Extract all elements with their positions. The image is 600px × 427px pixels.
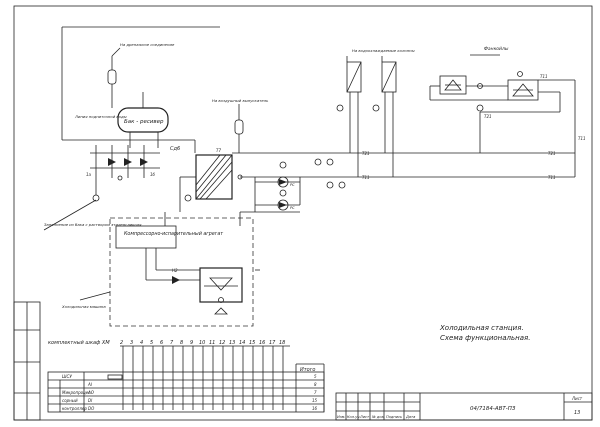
air-handling-units: На водоохлаждаемые колонны [346, 48, 415, 177]
row-group-4: сорный [62, 398, 78, 403]
sheet-frame [13, 5, 593, 421]
pump-group: РС РС [237, 161, 301, 213]
title-block: Изм. Кол.уч. Лист № док. Подпись Дата 04… [335, 392, 593, 421]
totals-header: Итого [300, 367, 315, 373]
cooling-machine-boundary: Компрессорно-испарительный агрегат Н2 [109, 212, 260, 327]
comp-num-3: 3 [130, 340, 133, 346]
io-table: Итого ШСУ Микропроцес- сорный контроллер… [47, 363, 325, 413]
expansion-vessel: На дренажное соединение [107, 42, 175, 108]
tag-t11d: Т11 [540, 74, 548, 79]
tag-t21c: Т21 [484, 114, 492, 119]
chiller-block-label: Компрессорно-испарительный агрегат [124, 231, 223, 237]
components-label: комплектный шкаф ХМ [48, 340, 110, 346]
fancoils-label: Фанкойлы [484, 46, 509, 52]
instrumentation: Т21 Т11 Т21 Т11 Т11 [314, 104, 586, 189]
tag-rs1: РС [290, 183, 295, 187]
tank-tag: Сд6 [170, 146, 180, 152]
comp-num-13: 13 [229, 340, 235, 346]
make-up-label: Линия подпиточной воды [74, 114, 127, 119]
tank-receiver: Бак - ресивер Сд6 [117, 92, 180, 152]
doc-code: 04/7184-АВТ-ПЗ [470, 406, 516, 412]
stamp-col-koluch: Кол.уч. [347, 415, 361, 419]
fancoil-group: Фанкойлы Т11 Т21 [429, 46, 575, 153]
row-code-di: DI [88, 398, 93, 403]
comp-num-10: 10 [199, 340, 205, 346]
valve-cluster: 1а 1б [86, 145, 160, 202]
stamp-col-podpis: Подпись [386, 415, 402, 419]
heat-exchangers-label: На водоохлаждаемые колонны [352, 48, 415, 53]
to-atmosphere-label: На дренажное соединение [120, 42, 175, 47]
comp-num-11: 11 [209, 340, 215, 346]
comp-num-16: 16 [259, 340, 265, 346]
stamp-col-data: Дата [405, 415, 415, 419]
stamp-col-list: Лист [359, 415, 370, 419]
comp-num-15: 15 [249, 340, 255, 346]
stamp-col-ndok: № док. [371, 415, 385, 419]
plate-heat-exchanger: Т7 [179, 148, 233, 212]
row-code-ao: AO [87, 390, 94, 395]
sheet-number: 13 [574, 410, 580, 416]
tag-t7: Т7 [216, 148, 221, 153]
row-group-1: ШСУ [62, 374, 72, 379]
comp-num-9: 9 [190, 340, 193, 346]
title-line-1: Холодильная станция. [439, 324, 524, 332]
air-outlet-label: На воздушный выпускатель [212, 98, 268, 103]
tag-rs2: РС [290, 206, 295, 210]
tag-t21b: Т21 [548, 151, 556, 156]
row-group-5: контроллер [62, 406, 87, 411]
row-total-3: 7 [314, 390, 317, 395]
main-supply-line [232, 80, 576, 178]
drain-note: Заполнение из бака с раствором этиленгли… [44, 222, 142, 227]
tag-1a: 1а [86, 172, 92, 177]
comp-num-12: 12 [219, 340, 225, 346]
row-total-2: 8 [314, 382, 317, 387]
row-total-5: 16 [312, 406, 318, 411]
comp-num-7: 7 [170, 340, 174, 346]
comp-num-2: 2 [120, 340, 123, 346]
tag-n2: Н2 [172, 268, 178, 273]
stamp-col-izm: Изм. [337, 415, 345, 419]
row-total-1: 5 [314, 374, 317, 379]
row-group-3: Микропроцес- [62, 390, 92, 395]
comp-num-5: 5 [150, 340, 153, 346]
tag-t11a: Т11 [362, 175, 370, 180]
air-outlet-vessel: На воздушный выпускатель [212, 98, 268, 153]
tag-t11b: Т11 [548, 175, 556, 180]
comp-num-4: 4 [140, 340, 143, 346]
cooling-machine-note: Холодильная машина [61, 304, 106, 309]
comp-num-8: 8 [180, 340, 183, 346]
row-total-4: 15 [312, 398, 318, 403]
row-code-do: DO [88, 406, 94, 411]
sheet-label: Лист [571, 396, 583, 401]
tag-t21a: Т21 [362, 151, 370, 156]
comp-num-14: 14 [239, 340, 245, 346]
tank-receiver-label: Бак - ресивер [124, 119, 164, 125]
comp-num-18: 18 [279, 340, 285, 346]
comp-num-6: 6 [160, 340, 163, 346]
comp-num-17: 17 [269, 340, 276, 346]
tag-t11c: Т11 [578, 136, 586, 141]
title-line-2: Схема функциональная. [440, 334, 530, 342]
make-up-line [61, 26, 220, 153]
tag-1b: 1б [150, 172, 156, 177]
row-code-ai: AI [87, 382, 93, 387]
components-row: комплектный шкаф ХМ 2 3 4 5 6 7 8 9 10 1… [48, 340, 290, 410]
side-notes: Заполнение из бака с раствором этиленгли… [43, 199, 142, 309]
